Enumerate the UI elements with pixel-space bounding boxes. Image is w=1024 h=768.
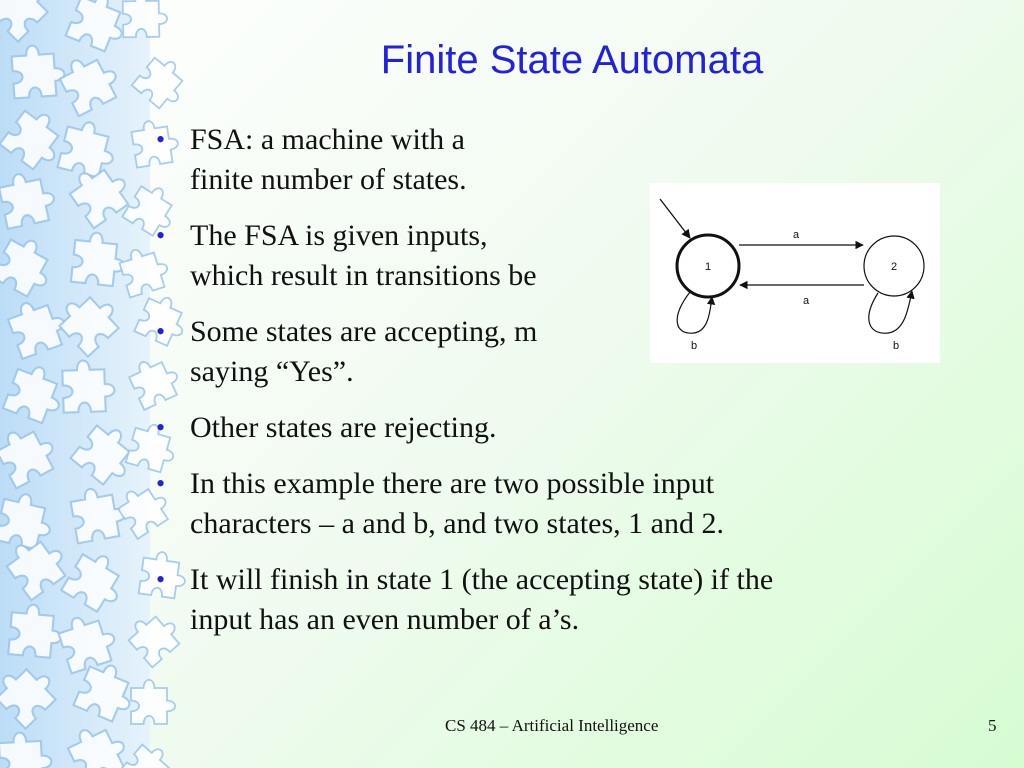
puzzle-piece xyxy=(0,731,53,768)
puzzle-piece xyxy=(120,184,174,238)
start-arrow xyxy=(659,198,691,239)
puzzle-piece xyxy=(117,743,171,768)
puzzle-piece xyxy=(72,664,131,723)
bullet-dot: • xyxy=(156,125,166,154)
puzzle-piece xyxy=(0,173,55,231)
transition-1-to-2-label: a xyxy=(793,229,800,241)
puzzle-piece xyxy=(6,302,65,361)
slide-title: Finite State Automata xyxy=(380,38,764,82)
footer-course: CS 484 – Artificial Intelligence xyxy=(445,716,659,735)
self-loop-1 xyxy=(676,291,716,334)
fsa-diagram: 1 2 a a b b xyxy=(650,183,940,363)
puzzle-piece xyxy=(7,603,63,659)
puzzle-piece xyxy=(130,56,184,110)
puzzle-piece xyxy=(64,0,123,53)
bullet-dot: • xyxy=(156,469,166,498)
puzzle-piece xyxy=(127,360,179,412)
puzzle-piece xyxy=(0,667,58,731)
puzzle-piece xyxy=(0,109,60,171)
transition-2-to-1-label: a xyxy=(803,295,810,307)
puzzle-piece xyxy=(0,238,49,298)
puzzle-piece xyxy=(59,552,121,614)
puzzle-piece xyxy=(137,551,186,600)
bullet-dot: • xyxy=(156,413,166,442)
puzzle-piece xyxy=(130,120,179,169)
bullet-item: •In this example there are two possible … xyxy=(150,464,990,544)
self-loop-2 xyxy=(868,290,915,334)
puzzle-piece xyxy=(116,487,170,541)
puzzle-piece xyxy=(0,430,55,490)
puzzle-background xyxy=(0,0,186,768)
puzzle-piece xyxy=(61,359,116,414)
puzzle-piece xyxy=(68,423,132,487)
puzzle-piece xyxy=(58,58,118,118)
self-loop-1-label: b xyxy=(691,340,697,352)
puzzle-piece xyxy=(1,366,60,425)
puzzle-piece xyxy=(57,616,116,675)
bullet-item: •The FSA is given inputs,which result in… xyxy=(150,216,990,296)
puzzle-piece xyxy=(133,296,184,347)
state-1-label: 1 xyxy=(705,261,711,273)
puzzle-piece xyxy=(69,487,127,545)
bullet-dot: • xyxy=(156,565,166,594)
puzzle-piece xyxy=(124,423,175,474)
puzzle-piece xyxy=(118,249,168,299)
puzzle-piece xyxy=(0,0,50,44)
self-loop-2-label: b xyxy=(893,340,899,352)
puzzle-piece xyxy=(68,168,130,230)
fsa-diagram-svg: 1 2 a a b b xyxy=(659,198,925,352)
state-2-circle xyxy=(863,235,925,297)
bullet-item: •Other states are rejecting. xyxy=(150,408,990,448)
bullet-dot: • xyxy=(156,317,166,346)
puzzle-piece xyxy=(130,679,176,725)
bullet-dot: • xyxy=(156,221,166,250)
puzzle-piece xyxy=(10,44,66,100)
puzzle-piece xyxy=(121,0,168,39)
puzzle-piece xyxy=(5,540,67,602)
puzzle-piece xyxy=(69,231,126,288)
state-2-label: 2 xyxy=(891,261,897,273)
puzzle-piece xyxy=(127,615,181,669)
puzzle-piece xyxy=(57,295,121,359)
footer-page-number: 5 xyxy=(988,716,997,735)
bullet-item: •It will finish in state 1 (the acceptin… xyxy=(150,560,990,640)
